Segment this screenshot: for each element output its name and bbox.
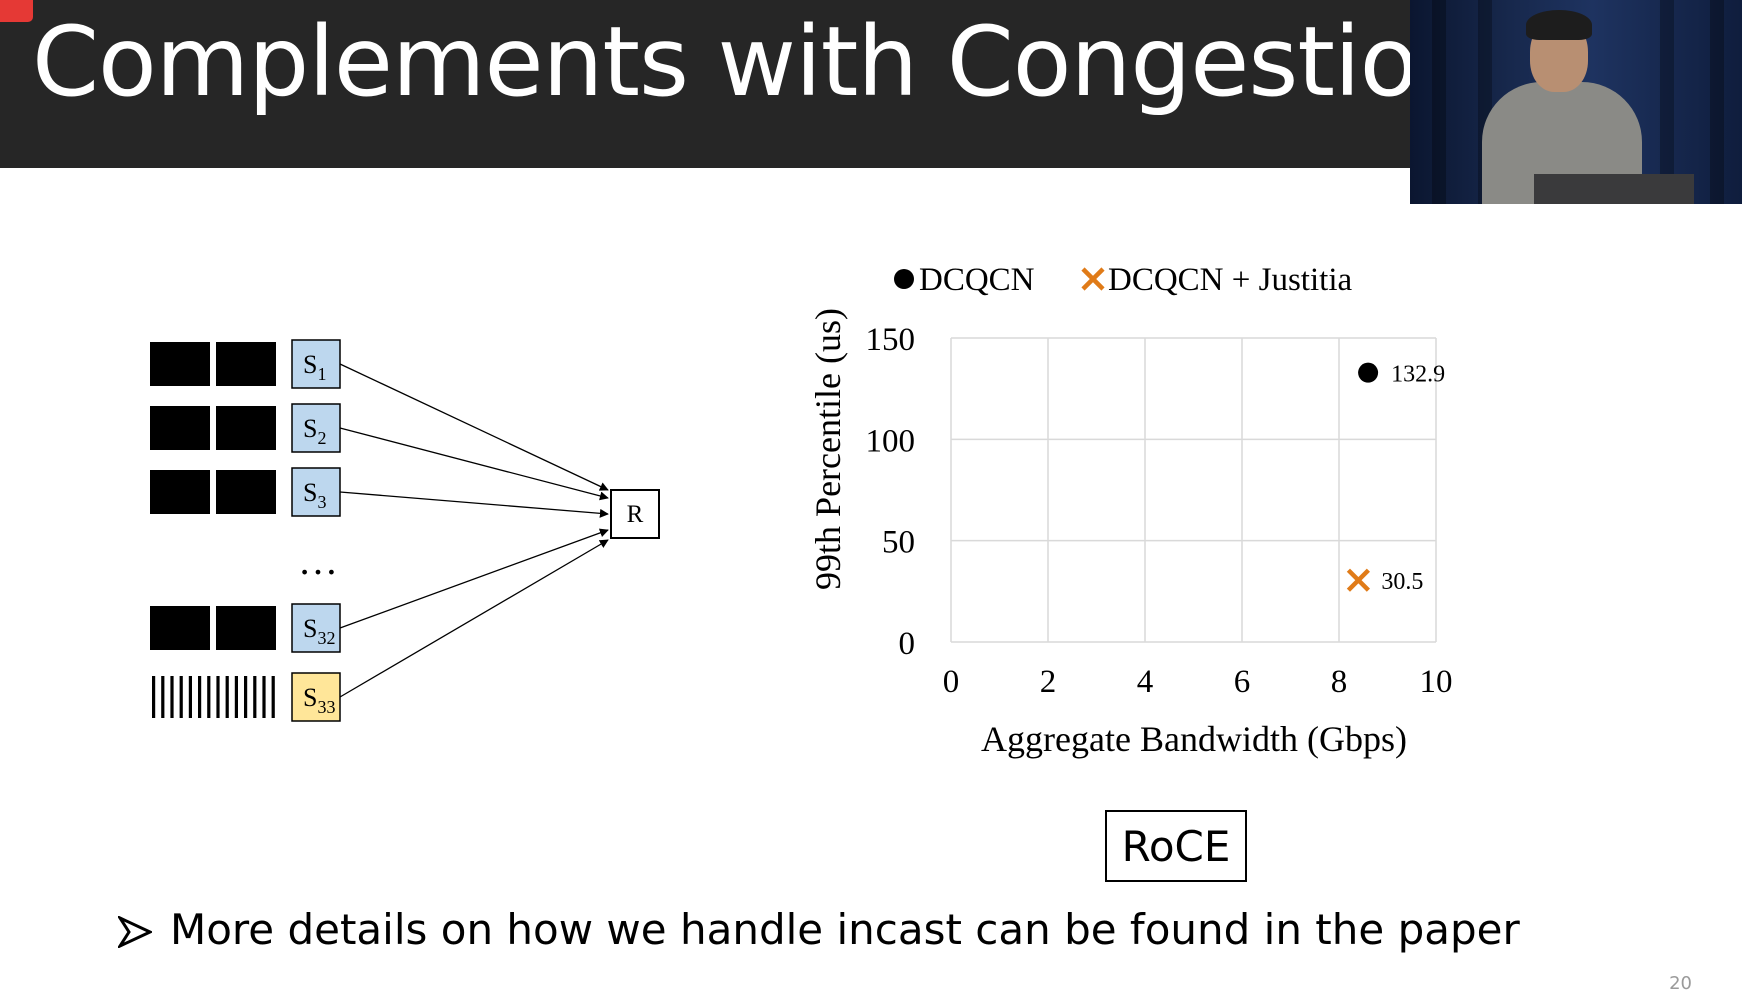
flow-arrow bbox=[339, 363, 609, 491]
flow-arrow bbox=[339, 491, 609, 518]
circle-marker bbox=[894, 269, 914, 289]
y-axis-label: 99th Percentile (us) bbox=[808, 308, 848, 590]
packet-stripe bbox=[234, 676, 238, 718]
x-tick-label: 2 bbox=[1040, 664, 1057, 700]
packet-block bbox=[216, 342, 276, 386]
sender-row: S1 bbox=[150, 339, 341, 389]
x-tick-labels: 0 2 4 6 8 10 bbox=[943, 664, 1453, 700]
packet-stripe bbox=[152, 676, 156, 718]
curtain-fold bbox=[1432, 0, 1446, 204]
slide-title: Complements with Congestion C bbox=[32, 6, 1574, 118]
x-marker bbox=[1346, 568, 1370, 592]
roce-label: RoCE bbox=[1121, 821, 1231, 871]
sender-box bbox=[291, 403, 341, 453]
legend-label: DCQCN bbox=[919, 262, 1035, 298]
data-label: 30.5 bbox=[1381, 569, 1423, 595]
packet-stripe bbox=[170, 676, 174, 718]
packet-stripe bbox=[198, 676, 202, 718]
x-tick-label: 0 bbox=[943, 664, 960, 700]
circle-marker bbox=[1358, 362, 1379, 383]
legend-label: DCQCN + Justitia bbox=[1108, 262, 1352, 298]
x-tick-label: 4 bbox=[1137, 664, 1154, 700]
receiver: R bbox=[610, 489, 660, 539]
flow-arrow bbox=[339, 427, 609, 501]
sender-row: S2 bbox=[150, 403, 341, 453]
packet-stripe bbox=[216, 676, 220, 718]
flow-arrow bbox=[339, 539, 609, 698]
curtain-fold bbox=[1710, 0, 1724, 204]
sender-box bbox=[291, 603, 341, 653]
packet-block bbox=[150, 470, 210, 514]
packet-stripe bbox=[207, 676, 211, 718]
podium bbox=[1534, 174, 1694, 204]
bullet-text: More details on how we handle incast can… bbox=[170, 905, 1520, 954]
packet-stripe bbox=[188, 676, 192, 718]
packet-stripe bbox=[161, 676, 165, 718]
packet-block bbox=[216, 606, 276, 650]
x-tick-label: 10 bbox=[1420, 664, 1453, 700]
speaker-hair bbox=[1526, 10, 1592, 40]
packet-stripe bbox=[244, 676, 248, 718]
y-tick-label: 100 bbox=[866, 423, 916, 459]
y-tick-label: 50 bbox=[882, 525, 915, 561]
x-axis-label: Aggregate Bandwidth (Gbps) bbox=[981, 719, 1407, 759]
y-tick-labels: 0 50 100 150 bbox=[866, 322, 916, 662]
packet-block bbox=[216, 406, 276, 450]
data-points: 132.9 30.5 bbox=[1346, 362, 1445, 595]
x-tick-label: 8 bbox=[1331, 664, 1348, 700]
receiver-label: R bbox=[627, 501, 644, 528]
x-tick-label: 6 bbox=[1234, 664, 1251, 700]
chart-grid bbox=[950, 337, 1437, 643]
packet-block bbox=[216, 470, 276, 514]
bullet-point: More details on how we handle incast can… bbox=[118, 902, 1618, 958]
legend-entry: DCQCN bbox=[894, 262, 1035, 298]
packet-block bbox=[150, 406, 210, 450]
sender-box bbox=[291, 467, 341, 517]
chart-legend: DCQCN DCQCN + Justitia bbox=[894, 262, 1352, 298]
y-tick-label: 150 bbox=[866, 322, 916, 358]
packet-block bbox=[150, 606, 210, 650]
arrowhead-bullet-icon bbox=[118, 916, 152, 948]
sender-label: S32 bbox=[303, 614, 335, 648]
slide-number: 20 bbox=[1669, 973, 1692, 994]
sender-box bbox=[291, 339, 341, 389]
flow-arrows bbox=[339, 363, 609, 698]
sender-row: S32 bbox=[150, 603, 341, 653]
roce-label-box: RoCE bbox=[1105, 810, 1247, 882]
curtain-fold bbox=[1660, 0, 1674, 204]
sender-row: S3 bbox=[150, 467, 341, 517]
sender-box bbox=[291, 672, 341, 722]
data-label: 132.9 bbox=[1391, 362, 1445, 388]
red-corner-badge-icon bbox=[0, 0, 33, 22]
ellipsis: … bbox=[298, 538, 338, 583]
packet-stripe bbox=[179, 676, 183, 718]
legend-entry: DCQCN + Justitia bbox=[1081, 262, 1352, 298]
receiver-box bbox=[610, 489, 660, 539]
packet-stripe bbox=[262, 676, 266, 718]
flow-arrow bbox=[339, 528, 609, 629]
packet-stripe bbox=[271, 676, 275, 718]
y-tick-label: 0 bbox=[899, 626, 916, 662]
packet-stripe bbox=[253, 676, 257, 718]
packet-stripe bbox=[225, 676, 229, 718]
x-marker bbox=[1081, 267, 1105, 291]
sender-row: S33 bbox=[152, 672, 341, 722]
packet-block bbox=[150, 342, 210, 386]
speaker-video bbox=[1410, 0, 1742, 204]
